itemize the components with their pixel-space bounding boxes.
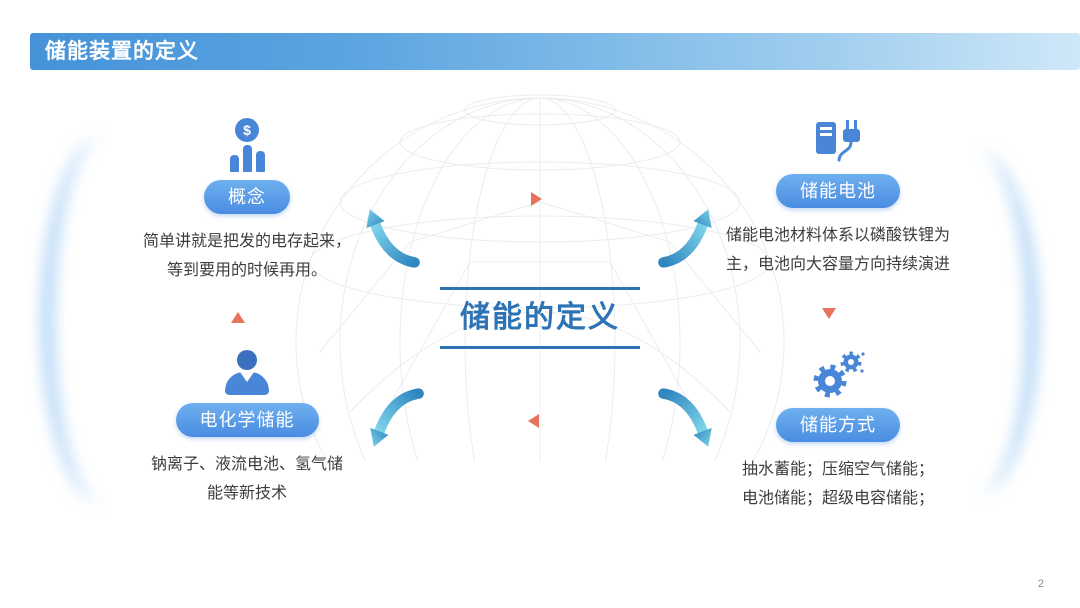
storage-methods-description: 抽水蓄能；压缩空气储能； 电池储能；超级电容储能； <box>742 455 934 513</box>
triangle-right-icon <box>531 192 542 206</box>
page-title: 储能装置的定义 <box>45 40 199 63</box>
person-body-icon <box>225 372 269 395</box>
storage-methods-line-2: 电池储能；超级电容储能； <box>741 490 934 507</box>
dome-wireframe-background <box>290 92 790 462</box>
concept-pill: 概念 <box>204 180 290 214</box>
concept-line-2: 等到要用的时候再用。 <box>166 262 327 279</box>
dollar-coin-icon: $ <box>235 118 259 142</box>
bar-chart-icon <box>229 145 265 172</box>
coin-bar-chart-icon: $ <box>229 118 265 172</box>
electrochemical-description: 钠离子、液流电池、氢气储 能等新技术 <box>151 450 343 508</box>
storage-battery-pill: 储能电池 <box>776 174 900 208</box>
person-collar-icon <box>240 372 254 382</box>
triangle-down-icon <box>822 308 836 319</box>
cycle-arrow-top-right-icon <box>658 209 712 268</box>
storage-methods-line-1: 抽水蓄能；压缩空气储能； <box>741 461 934 478</box>
cycle-arrow-top-left-icon <box>366 209 420 268</box>
electrochemical-line-1: 钠离子、液流电池、氢气储 <box>150 456 343 473</box>
storage-methods-pill: 储能方式 <box>776 408 900 442</box>
quadrant-storage-methods: 储能方式 抽水蓄能；压缩空气储能； 电池储能；超级电容储能； <box>693 348 983 513</box>
cycle-arrow-bottom-right-icon <box>658 388 712 447</box>
businessman-icon <box>225 350 269 395</box>
triangle-up-icon <box>231 312 245 323</box>
center-title-box: 储能的定义 <box>440 287 640 349</box>
electrochemical-line-2: 能等新技术 <box>206 485 287 502</box>
electrochemical-pill: 电化学储能 <box>175 403 319 437</box>
quadrant-storage-battery: 储能电池 储能电池材料体系以磷酸铁锂为 主，电池向大容量方向持续演进 <box>693 116 983 279</box>
storage-battery-description: 储能电池材料体系以磷酸铁锂为 主，电池向大容量方向持续演进 <box>726 221 950 279</box>
storage-battery-line-2: 主，电池向大容量方向持续演进 <box>725 256 950 273</box>
center-title: 储能的定义 <box>460 301 620 334</box>
quadrant-concept: $ 概念 简单讲就是把发的电存起来， 等到要用的时候再用。 <box>107 118 387 285</box>
storage-battery-line-1: 储能电池材料体系以磷酸铁锂为 <box>725 227 950 244</box>
concept-line-1: 简单讲就是把发的电存起来， <box>142 233 351 250</box>
page-number: 2 <box>1037 578 1044 590</box>
battery-charger-icon <box>810 116 866 166</box>
concept-description: 简单讲就是把发的电存起来， 等到要用的时候再用。 <box>143 227 351 285</box>
slide-header-bar: 储能装置的定义 <box>30 33 1080 70</box>
quadrant-electrochemical: 电化学储能 钠离子、液流电池、氢气储 能等新技术 <box>107 350 387 508</box>
triangle-left-icon <box>528 414 539 428</box>
cycle-arrow-bottom-left-icon <box>370 388 424 447</box>
gears-icon <box>808 348 868 400</box>
person-head-icon <box>237 350 257 370</box>
